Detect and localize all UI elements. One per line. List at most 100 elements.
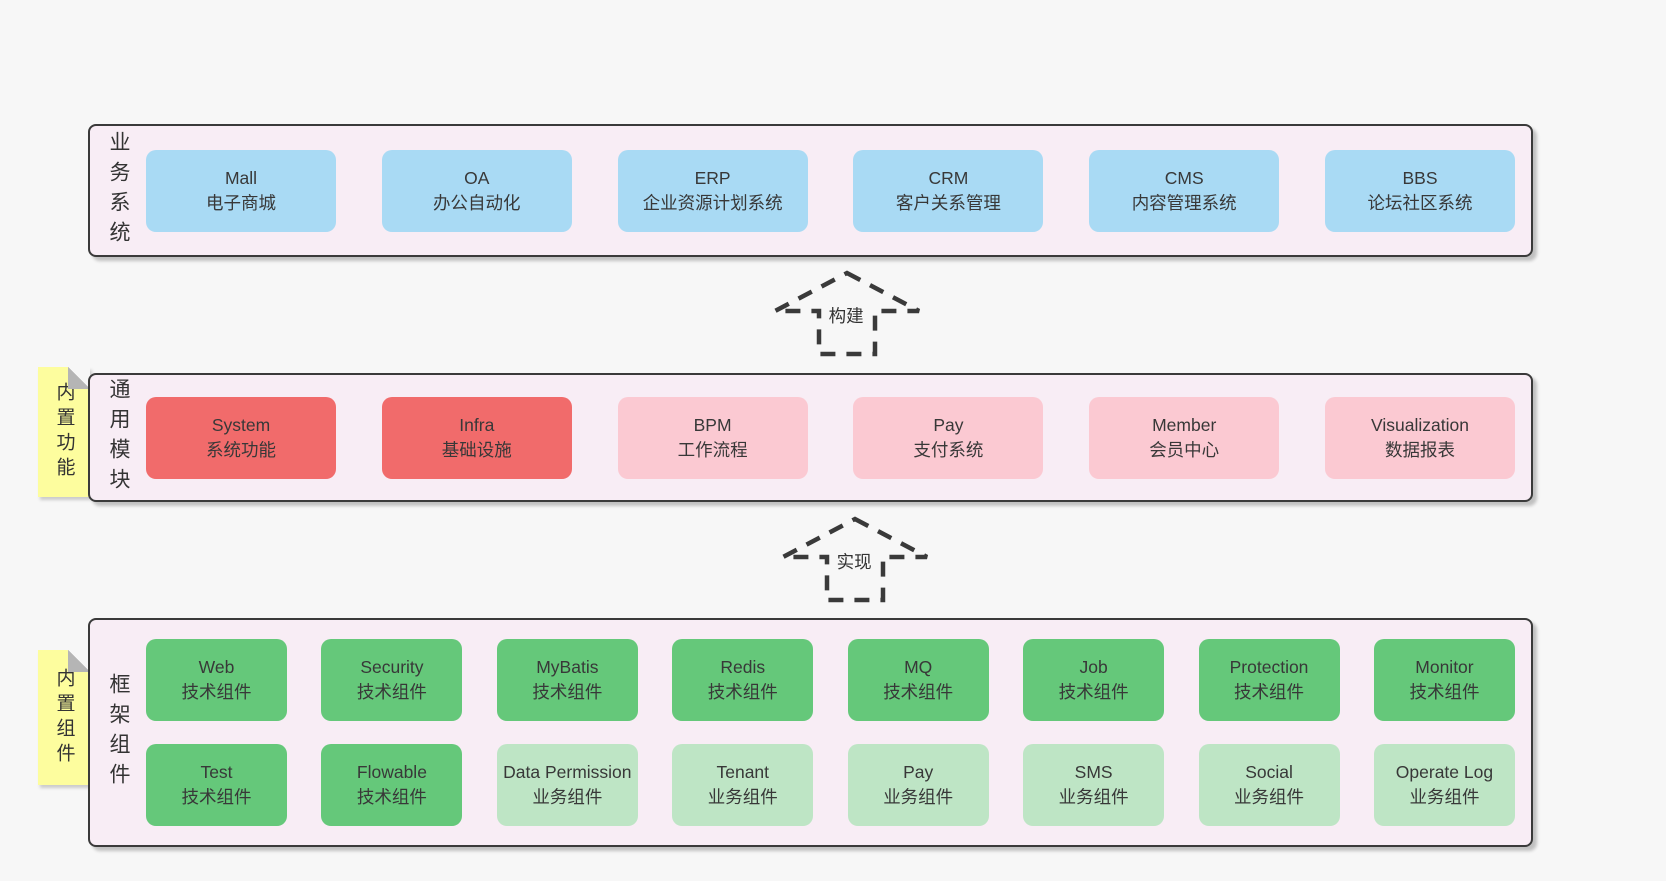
box-subtitle: 办公自动化 xyxy=(433,192,521,213)
box-title: Web xyxy=(198,657,235,677)
box-oa: OA 办公自动化 xyxy=(381,149,572,232)
box-subtitle: 业务组件 xyxy=(1409,787,1480,807)
box-subtitle: 技术组件 xyxy=(1234,682,1305,702)
box-subtitle: 技术组件 xyxy=(181,682,252,702)
box-test: Test 技术组件 xyxy=(146,744,287,826)
box-title: Pay xyxy=(933,414,964,435)
box-subtitle: 系统功能 xyxy=(206,439,276,460)
sticky-label: 内置组件 xyxy=(53,667,75,768)
box-mq: MQ 技术组件 xyxy=(847,639,989,721)
box-social: Social 业务组件 xyxy=(1198,744,1340,826)
box-title: CMS xyxy=(1164,167,1204,188)
box-system: System 系统功能 xyxy=(146,396,336,479)
box-subtitle: 电子商城 xyxy=(206,192,276,213)
box-pay: Pay 业务组件 xyxy=(847,744,989,826)
up-arrow-icon xyxy=(773,270,921,357)
box-subtitle: 技术组件 xyxy=(356,682,427,702)
box-subtitle: 基础设施 xyxy=(441,439,512,460)
box-subtitle: 业务组件 xyxy=(883,787,954,807)
box-subtitle: 客户关系管理 xyxy=(895,192,1001,213)
box-bpm: BPM 工作流程 xyxy=(617,396,808,479)
panel-label-framework-components: 框架组件 xyxy=(107,672,130,793)
box-subtitle: 会员中心 xyxy=(1149,439,1220,460)
arrow-label-implement: 实现 xyxy=(831,547,877,576)
box-title: System xyxy=(211,414,271,435)
sticky-label: 内置功能 xyxy=(53,382,75,482)
sticky-note-builtin-components: 内置组件 xyxy=(38,650,90,785)
box-title: OA xyxy=(464,167,490,188)
box-title: Pay xyxy=(903,762,934,782)
box-title: Tenant xyxy=(716,762,770,782)
box-subtitle: 工作流程 xyxy=(677,439,748,460)
box-title: Operate Log xyxy=(1395,762,1494,782)
panel-label-common-modules: 通用模块 xyxy=(107,377,130,498)
box-title: Test xyxy=(200,762,233,782)
box-title: CRM xyxy=(928,167,969,188)
box-title: ERP xyxy=(694,167,731,188)
box-subtitle: 技术组件 xyxy=(181,787,252,807)
box-cms: CMS 内容管理系统 xyxy=(1089,149,1280,232)
box-title: Protection xyxy=(1229,657,1309,677)
panel-label-business-systems: 业务系统 xyxy=(107,130,130,251)
box-title: Flowable xyxy=(356,762,427,782)
box-subtitle: 技术组件 xyxy=(1409,682,1480,702)
box-subtitle: 技术组件 xyxy=(1058,682,1129,702)
box-title: MyBatis xyxy=(536,657,599,677)
box-title: Social xyxy=(1245,762,1293,782)
box-subtitle: 数据报表 xyxy=(1384,439,1455,460)
box-bbs: BBS 论坛社区系统 xyxy=(1324,149,1515,232)
box-subtitle: 业务组件 xyxy=(1058,787,1129,807)
box-title: Security xyxy=(360,657,424,677)
box-web: Web 技术组件 xyxy=(146,639,287,721)
box-title: Job xyxy=(1079,657,1108,677)
box-pay: Pay 支付系统 xyxy=(853,396,1044,479)
box-infra: Infra 基础设施 xyxy=(381,396,572,479)
box-job: Job 技术组件 xyxy=(1023,639,1165,721)
box-title: Monitor xyxy=(1415,657,1474,677)
box-title: BPM xyxy=(693,414,732,435)
box-protection: Protection 技术组件 xyxy=(1198,639,1340,721)
box-title: Mall xyxy=(224,167,258,188)
box-subtitle: 内容管理系统 xyxy=(1131,192,1237,213)
folded-corner-icon xyxy=(68,367,90,389)
box-subtitle: 技术组件 xyxy=(532,682,603,702)
arrow-build: 构建 xyxy=(772,270,922,358)
box-subtitle: 业务组件 xyxy=(532,787,603,807)
box-subtitle: 支付系统 xyxy=(913,439,984,460)
panel-framework-components: 框架组件 Web 技术组件 Security 技术组件 MyBatis 技术组件 Redis… xyxy=(88,618,1533,847)
box-subtitle: 论坛社区系统 xyxy=(1367,192,1473,213)
box-security: Security 技术组件 xyxy=(321,639,463,721)
box-operate-log: Operate Log 业务组件 xyxy=(1373,744,1515,826)
box-row: System 系统功能 Infra 基础设施 BPM 工作流程 Pay 支付系统 Member 会… xyxy=(146,396,1515,479)
up-arrow-icon xyxy=(781,516,929,603)
box-crm: CRM 客户关系管理 xyxy=(853,149,1044,232)
arrow-implement: 实现 xyxy=(780,516,930,604)
box-mybatis: MyBatis 技术组件 xyxy=(496,639,638,721)
box-visualization: Visualization 数据报表 xyxy=(1324,396,1515,479)
box-member: Member 会员中心 xyxy=(1089,396,1280,479)
box-title: Visualization xyxy=(1371,414,1469,435)
sticky-note-builtin-features: 内置功能 xyxy=(38,367,90,497)
box-title: Member xyxy=(1152,414,1217,435)
box-tenant: Tenant 业务组件 xyxy=(672,744,814,826)
box-title: Infra xyxy=(459,414,495,435)
arrow-label-build: 构建 xyxy=(823,301,869,330)
box-subtitle: 业务组件 xyxy=(707,787,778,807)
box-subtitle: 业务组件 xyxy=(1234,787,1305,807)
panel-common-modules: 通用模块 System 系统功能 Infra 基础设施 BPM 工作流程 Pay 支付系统 Me… xyxy=(88,373,1533,502)
box-mall: Mall 电子商城 xyxy=(146,149,336,232)
box-subtitle: 技术组件 xyxy=(883,682,954,702)
box-title: BBS xyxy=(1402,167,1438,188)
box-title: MQ xyxy=(904,657,933,677)
